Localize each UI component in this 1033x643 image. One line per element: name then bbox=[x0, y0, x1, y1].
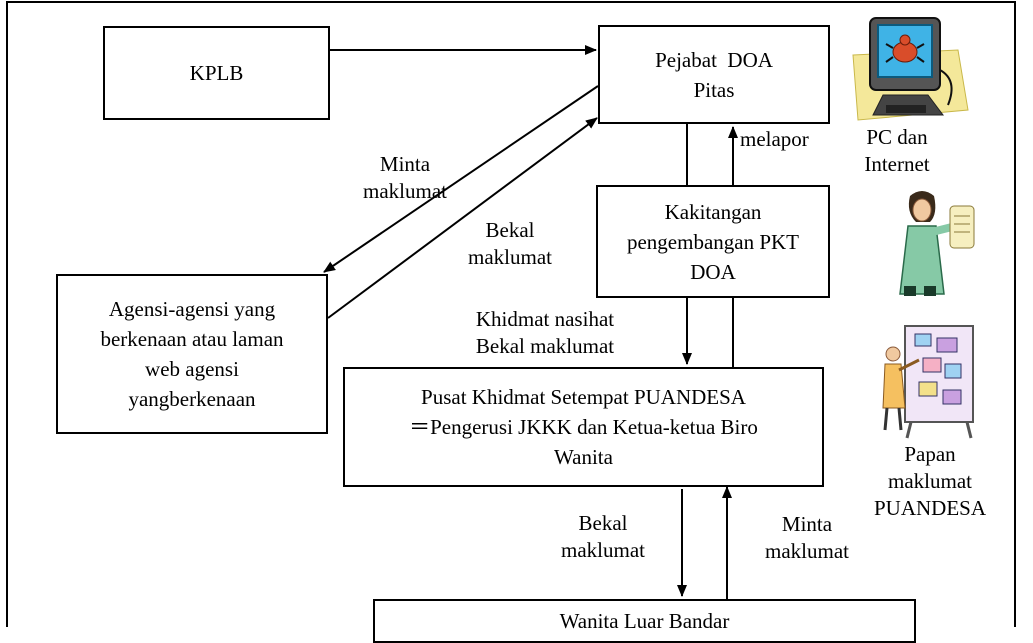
arrow-agensi-to-pejabat bbox=[327, 117, 598, 319]
box-agensi-line-1: Agensi-agensi yang bbox=[108, 297, 276, 321]
box-agensi-line-3: web agensi bbox=[145, 357, 239, 381]
arrow-pejabat-to-agensi bbox=[323, 85, 599, 273]
label-minta-maklumat-bottom: Minta maklumat bbox=[732, 511, 882, 565]
box-wanita-luar-bandar: Wanita Luar Bandar bbox=[373, 599, 916, 643]
notice-board-icon bbox=[875, 318, 980, 440]
notice-board-caption: Papan maklumat PUANDESA bbox=[855, 441, 1005, 522]
label-line: maklumat bbox=[363, 179, 447, 203]
connector-layer bbox=[6, 1, 1016, 627]
label-line: Bekal bbox=[485, 218, 535, 242]
label-line: melapor bbox=[740, 127, 809, 151]
label-khidmat-nasihat: Khidmat nasihat Bekal maklumat bbox=[420, 306, 670, 360]
label-minta-maklumat-left: Minta maklumat bbox=[330, 151, 480, 205]
label-line: Bekal bbox=[578, 511, 628, 535]
box-agensi-line-4: yangberkenaan bbox=[128, 387, 256, 411]
computer-icon bbox=[848, 10, 973, 125]
box-kakitangan-line-2: pengembangan PKT bbox=[626, 229, 800, 254]
caption-line: Papan bbox=[904, 442, 956, 466]
box-agensi-line-2: berkenaan atau laman bbox=[100, 327, 284, 351]
label-line: Khidmat nasihat bbox=[475, 307, 615, 331]
box-kakitangan-line-3: DOA bbox=[690, 259, 736, 284]
label-line: maklumat bbox=[765, 539, 849, 563]
computer-caption: PC dan Internet bbox=[832, 124, 962, 178]
box-pusat-line-3: Wanita bbox=[554, 445, 613, 469]
box-kakitangan-line-1: Kakitangan bbox=[664, 199, 762, 224]
caption-line: maklumat bbox=[888, 469, 972, 493]
box-kplb-line: KPLB bbox=[189, 61, 244, 85]
caption-line: PC dan bbox=[866, 125, 928, 149]
box-pejabat-line-2: Pitas bbox=[693, 77, 735, 102]
box-pusat-line-1: Pusat Khidmat Setempat PUANDESA bbox=[421, 385, 746, 409]
woman-reading-scroll-icon bbox=[890, 186, 985, 298]
box-pusat-line-2: ＝Pengerusi JKKK dan Ketua-ketua Biro bbox=[409, 415, 758, 439]
caption-line: Internet bbox=[864, 152, 930, 176]
flow-diagram: KPLB Pejabat DOA Pitas Kakitangan pengem… bbox=[6, 1, 1016, 643]
label-bekal-maklumat-left: Bekal maklumat bbox=[440, 217, 580, 271]
caption-line: PUANDESA bbox=[873, 496, 986, 520]
label-line: Bekal maklumat bbox=[475, 334, 615, 358]
label-line: maklumat bbox=[561, 538, 645, 562]
label-line: maklumat bbox=[468, 245, 552, 269]
box-wanita-line: Wanita Luar Bandar bbox=[559, 609, 730, 633]
box-pusat-khidmat: Pusat Khidmat Setempat PUANDESA ＝Pengeru… bbox=[343, 367, 824, 487]
label-line: Minta bbox=[781, 512, 833, 536]
box-pejabat-doa: Pejabat DOA Pitas bbox=[598, 25, 830, 124]
label-melapor: melapor bbox=[740, 126, 809, 153]
frame-border bbox=[6, 1, 1016, 627]
box-kplb: KPLB bbox=[103, 26, 330, 120]
box-pejabat-line-1: Pejabat DOA bbox=[655, 47, 773, 72]
box-kakitangan: Kakitangan pengembangan PKT DOA bbox=[596, 185, 830, 298]
box-agensi: Agensi-agensi yang berkenaan atau laman … bbox=[56, 274, 328, 434]
label-bekal-maklumat-bottom: Bekal maklumat bbox=[528, 510, 678, 564]
label-line: Minta bbox=[379, 152, 431, 176]
